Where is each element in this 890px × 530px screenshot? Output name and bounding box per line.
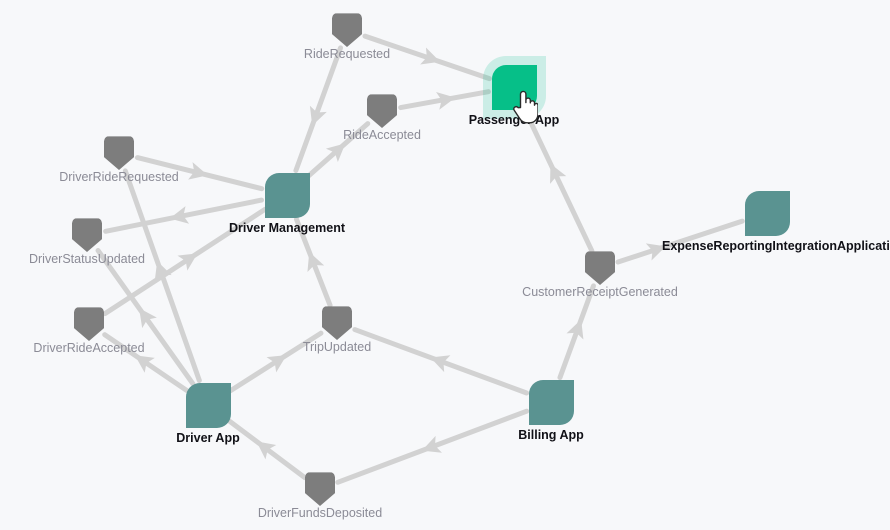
edge-arrowhead bbox=[134, 355, 155, 373]
event-node-ride-requested[interactable]: RideRequested bbox=[304, 13, 390, 61]
event-node-driver-ride-requested[interactable]: DriverRideRequested bbox=[59, 136, 179, 184]
event-node-trip-updated[interactable]: TripUpdated bbox=[303, 306, 371, 354]
edge bbox=[522, 107, 595, 254]
app-node-label: Driver App bbox=[176, 430, 240, 445]
event-node-driver-status-updated[interactable]: DriverStatusUpdated bbox=[29, 218, 145, 266]
edge-arrowhead bbox=[188, 162, 208, 180]
edge-arrowhead bbox=[645, 243, 666, 261]
app-node-shape[interactable] bbox=[744, 190, 790, 236]
edge-arrowhead bbox=[256, 441, 277, 460]
app-node-shape[interactable] bbox=[264, 172, 310, 218]
edge-arrowhead bbox=[420, 47, 441, 65]
event-node-shield-icon[interactable] bbox=[305, 472, 335, 506]
edge-arrowhead bbox=[177, 253, 198, 271]
edge-arrowhead bbox=[325, 143, 346, 163]
edge bbox=[103, 197, 265, 234]
event-node-shield-icon[interactable] bbox=[74, 307, 104, 341]
app-node-label: ExpenseReportingIntegrationApplication bbox=[662, 238, 890, 253]
app-node-expense-app[interactable]: ExpenseReportingIntegrationApplication bbox=[662, 190, 890, 253]
event-node-shield-icon[interactable] bbox=[585, 251, 615, 285]
edge bbox=[102, 206, 268, 317]
app-node-shape[interactable] bbox=[528, 379, 574, 425]
app-node-passenger-app[interactable]: Passenger App bbox=[469, 64, 559, 127]
event-node-label: DriverRideRequested bbox=[59, 170, 179, 184]
event-node-label: CustomerReceiptGenerated bbox=[522, 285, 678, 299]
event-node-label: RideRequested bbox=[303, 47, 391, 61]
event-node-ride-accepted[interactable]: RideAccepted bbox=[343, 94, 421, 142]
app-node-billing-app[interactable]: Billing App bbox=[518, 379, 584, 442]
edge-arrowhead bbox=[266, 355, 287, 373]
app-node-shape[interactable] bbox=[491, 64, 537, 110]
app-node-driver-management[interactable]: Driver Management bbox=[229, 172, 345, 235]
event-node-driver-funds-deposited[interactable]: DriverFundsDeposited bbox=[258, 472, 382, 520]
edge bbox=[293, 45, 344, 174]
edge-arrowhead bbox=[307, 252, 325, 273]
edge-arrowhead bbox=[309, 105, 327, 126]
event-node-customer-receipt-generated[interactable]: CustomerReceiptGenerated bbox=[522, 251, 678, 299]
app-node-label: Passenger App bbox=[468, 112, 560, 127]
edge-arrowhead bbox=[430, 355, 451, 373]
event-node-shield-icon[interactable] bbox=[332, 13, 362, 47]
app-node-label: Driver Management bbox=[228, 220, 346, 235]
event-node-label: DriverRideAccepted bbox=[33, 341, 145, 355]
event-node-shield-icon[interactable] bbox=[367, 94, 397, 128]
edge-arrowhead bbox=[550, 163, 567, 184]
edge-arrowhead bbox=[421, 435, 442, 453]
event-node-label: TripUpdated bbox=[302, 340, 372, 354]
app-node-driver-app[interactable]: Driver App bbox=[176, 382, 240, 445]
event-node-shield-icon[interactable] bbox=[104, 136, 134, 170]
event-node-label: DriverFundsDeposited bbox=[257, 506, 383, 520]
edge-arrowhead bbox=[436, 92, 456, 110]
event-node-shield-icon[interactable] bbox=[72, 218, 102, 252]
edge-arrowhead bbox=[566, 319, 584, 340]
edge-arrowhead bbox=[139, 308, 157, 329]
app-node-label: Billing App bbox=[518, 427, 584, 442]
event-node-label: RideAccepted bbox=[343, 128, 421, 142]
event-node-label: DriverStatusUpdated bbox=[28, 252, 146, 266]
app-node-shape[interactable] bbox=[185, 382, 231, 428]
edge-arrowhead bbox=[169, 206, 190, 224]
event-node-shield-icon[interactable] bbox=[322, 306, 352, 340]
event-node-driver-ride-accepted[interactable]: DriverRideAccepted bbox=[33, 307, 145, 355]
edge bbox=[615, 218, 745, 265]
